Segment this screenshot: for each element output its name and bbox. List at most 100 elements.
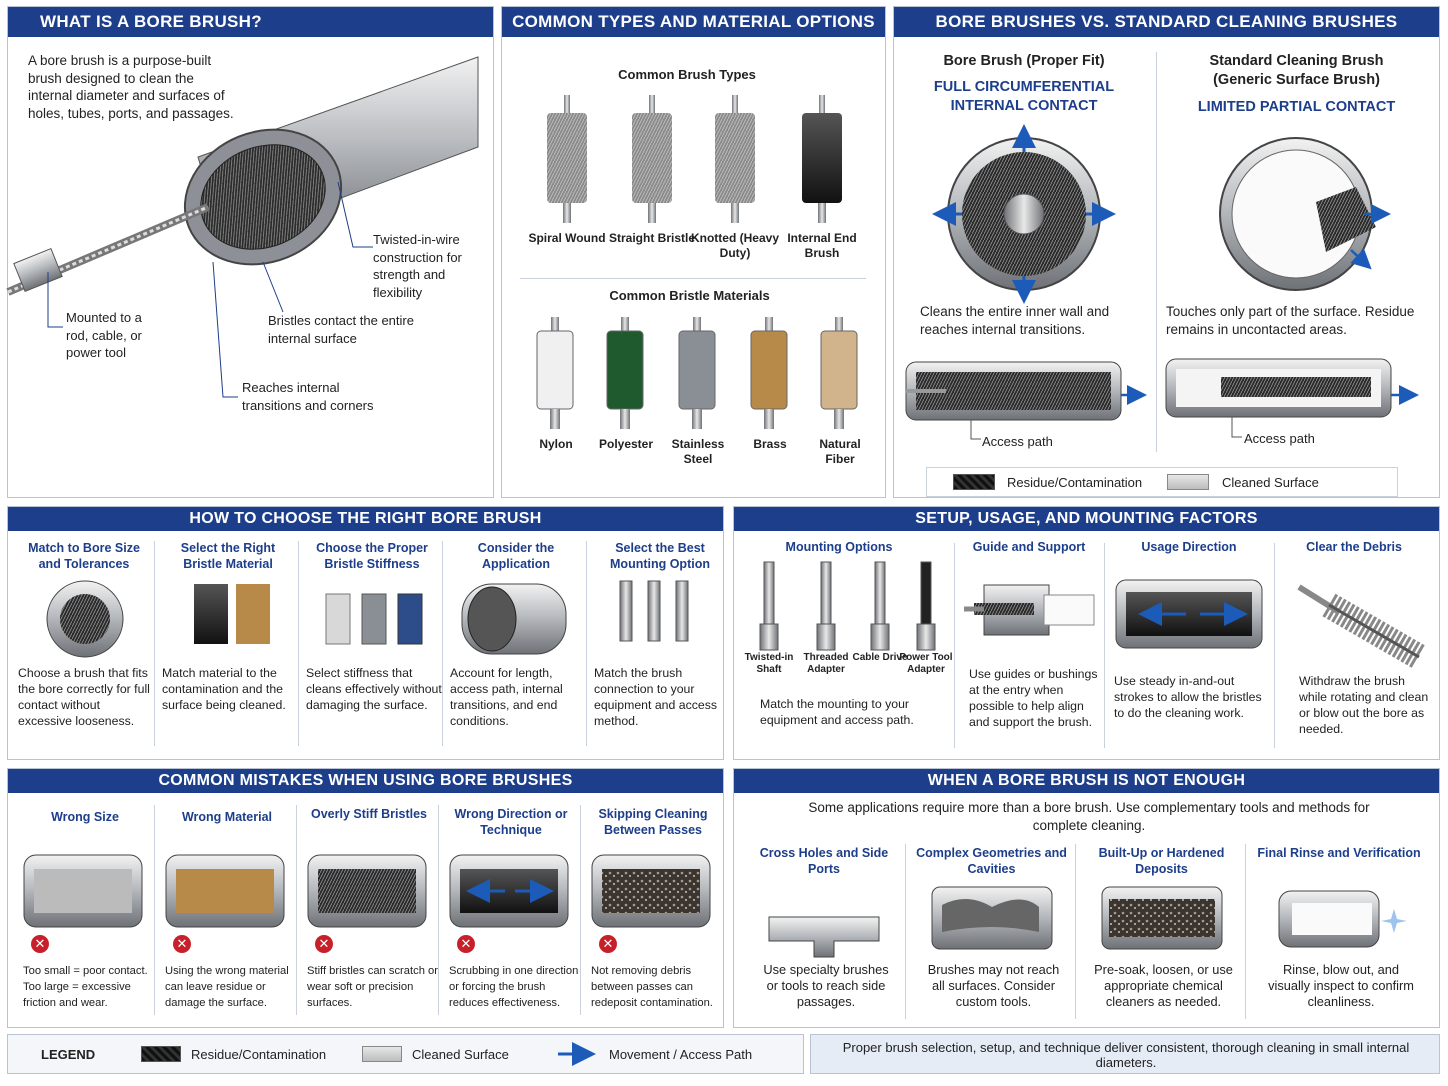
mistake-illustration [591,854,711,928]
standard-cross-section [1219,137,1391,291]
mounting-option-label: Power Tool Adapter [899,652,953,675]
material-label: Natural Fiber [819,437,861,466]
choose-item-title: Select the Right Bristle Material [180,541,276,571]
standard-desc: Touches only part of the surface. Residu… [1166,304,1415,337]
choose-item-text: Choose a brush that fits the bore correc… [18,666,150,728]
types-divider [520,278,866,279]
standard-heading: Standard Cleaning Brush (Generic Surface… [1209,53,1384,88]
notenough-item-title: Complex Geometries and Cavities [916,846,1067,876]
choose-item-title: Consider the Application [477,541,555,571]
notenough-sep [1075,844,1076,1019]
mistake-text: Too small = poor contact. Too large = ex… [23,965,148,1009]
usage-title: Usage Direction [1141,540,1237,554]
error-x-icon: ✕ [31,935,49,953]
bore-heading: Bore Brush (Proper Fit) [943,53,1105,69]
mounting-option-illustration [870,561,890,651]
brush-type-label: Knotted (Heavy Duty) [690,231,779,260]
callout-reaches: Reaches internal transitions and corners [242,380,374,413]
choose-item-illustration [194,584,270,644]
footer-text: Proper brush selection, setup, and techn… [842,1040,1410,1070]
materials-title: Common Bristle Materials [609,288,770,303]
notenough-illustration [768,916,880,958]
legend-residue-swatch [141,1046,181,1062]
mistakes-title: COMMON MISTAKES WHEN USING BORE BRUSHES [8,769,723,793]
guide-text: Use guides or bushings at the entry when… [969,667,1098,729]
legend-title: LEGEND [41,1047,96,1062]
brush-types-title: Common Brush Types [618,67,756,82]
mounting-title: Mounting Options [785,540,893,554]
mounting-text: Match the mounting to your equipment and… [760,697,914,727]
legend-bar: LEGEND Residue/Contamination Cleaned Sur… [7,1034,804,1074]
mistake-title: Skipping Cleaning Between Passes [598,807,708,837]
mistake-title: Wrong Size [51,810,119,824]
brush-type-label: Spiral Wound [528,231,606,245]
mistake-text: Scrubbing in one direction or forcing th… [449,965,579,1009]
callout-mounted: Mounted to a rod, cable, or power tool [66,310,142,360]
notenough-illustration [1101,886,1222,950]
notenough-item-text: Brushes may not reach all surfaces. Cons… [927,962,1060,1009]
notenough-panel: WHEN A BORE BRUSH IS NOT ENOUGH Some app… [733,768,1440,1028]
mistake-sep [154,805,155,1015]
bore-cross-section [932,124,1116,304]
legend-arrow-icon [558,1042,596,1066]
bore-subheading: FULL CIRCUMFERENTIAL INTERNAL CONTACT [933,79,1115,114]
material-brush-illustration [820,317,858,429]
setup-title: SETUP, USAGE, AND MOUNTING FACTORS [734,507,1439,531]
mounting-option-label: Twisted-in Shaft [744,652,794,675]
choose-item-illustration [619,580,689,642]
standard-access-path: Access path [1244,431,1315,446]
debris-title: Clear the Debris [1306,540,1402,554]
versus-divider [1156,52,1157,452]
brush-type-illustration [632,95,672,223]
mounting-option-label: Cable Drive [852,652,908,663]
notenough-item-title: Cross Holes and Side Ports [759,846,889,876]
types-title: COMMON TYPES AND MATERIAL OPTIONS [502,7,885,37]
types-panel: COMMON TYPES AND MATERIAL OPTIONS Common… [501,6,886,498]
mounting-option-label: Threaded Adapter [803,652,849,675]
setup-sep-2 [1104,543,1105,748]
what-title: WHAT IS A BORE BRUSH? [8,7,493,37]
callout-twisted: Twisted-in-wire construction for strengt… [373,232,462,300]
notenough-illustration [931,886,1052,950]
brush-type-illustration [715,95,755,223]
legend-movement: Movement / Access Path [609,1047,753,1062]
choose-item-text: Select stiffness that cleans effectively… [306,666,442,712]
usage-illustration [1115,579,1263,649]
brush-type-label: Internal End Brush [787,231,857,260]
mistake-text: Using the wrong material can leave resid… [165,965,289,1009]
choose-item-title: Choose the Proper Bristle Stiffness [316,541,428,571]
versus-title: BORE BRUSHES VS. STANDARD CLEANING BRUSH… [894,7,1439,37]
versus-legend-cleaned: Cleaned Surface [1222,475,1319,490]
material-label: Stainless Steel [671,437,725,466]
mistake-sep [438,805,439,1015]
choose-item-title: Select the Best Mounting Option [610,541,710,571]
setup-sep-1 [954,543,955,748]
choose-sep [442,541,443,746]
material-label: Polyester [598,437,654,451]
material-brush-illustration [750,317,788,429]
material-label: Brass [753,437,787,451]
choose-item-illustration [46,580,124,658]
material-brush-illustration [606,317,644,429]
choose-item-text: Match the brush connection to your equip… [594,666,718,728]
mistakes-panel: COMMON MISTAKES WHEN USING BORE BRUSHES … [7,768,724,1028]
material-label: Nylon [539,437,573,451]
guide-illustration [964,584,1095,636]
versus-legend-residue: Residue/Contamination [1007,475,1143,490]
mistake-sep [580,805,581,1015]
residue-swatch [953,474,995,490]
notenough-item-text: Rinse, blow out, and visually inspect to… [1268,962,1414,1009]
material-brush-illustration [536,317,574,429]
versus-panel: BORE BRUSHES VS. STANDARD CLEANING BRUSH… [893,6,1440,498]
choose-sep [154,541,155,746]
choose-item-text: Account for length, access path, interna… [450,666,563,728]
mistake-illustration [165,854,285,928]
mounting-option-illustration [916,561,936,651]
mistake-illustration [23,854,143,928]
error-x-icon: ✕ [315,935,333,953]
mistake-illustration [307,854,427,928]
bore-access-path: Access path [982,434,1053,449]
what-intro: A bore brush is a purpose-built brush de… [28,53,234,121]
choose-sep [586,541,587,746]
notenough-intro: Some applications require more than a bo… [808,800,1370,833]
